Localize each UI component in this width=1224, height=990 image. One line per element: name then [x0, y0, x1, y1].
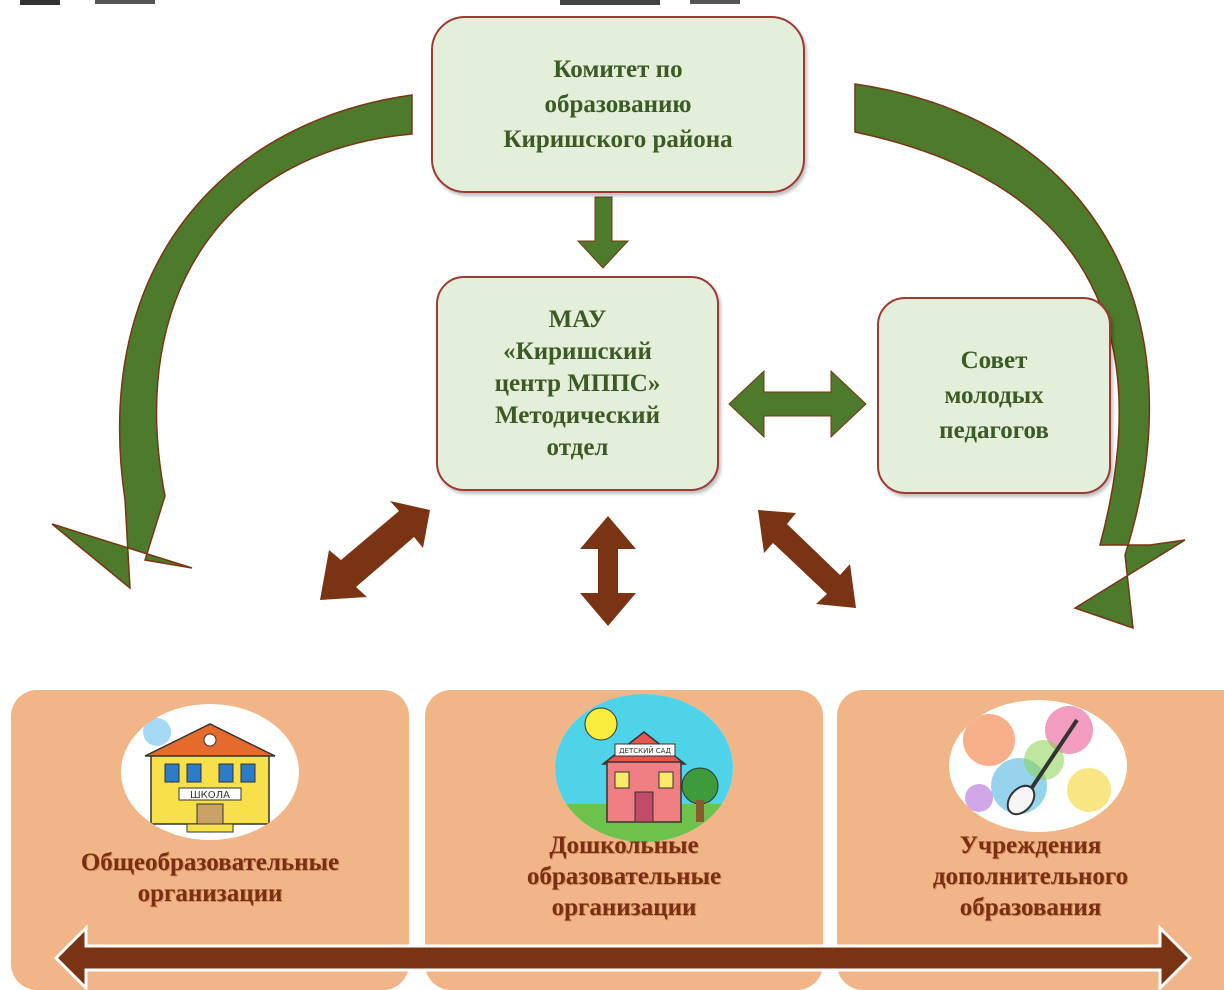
- guitar-splash-icon: [949, 700, 1127, 832]
- preschool-org-box: ДЕТСКИЙ САД Дошкольные образовательные о…: [425, 690, 823, 990]
- arrow-committee-to-center: [576, 196, 630, 269]
- young-council-label: Совет молодых педагогов: [939, 347, 1049, 444]
- kindergarten-icon: ДЕТСКИЙ САД: [555, 694, 733, 842]
- kindergarten-sign: ДЕТСКИЙ САД: [619, 746, 671, 755]
- bottom-double-arrow: [53, 924, 1193, 990]
- method-center-label: МАУ «Киришский центр МППС» Методический …: [494, 305, 661, 461]
- school-building-icon: ШКОЛА: [121, 704, 299, 840]
- double-arrow-to-additional: [758, 510, 856, 608]
- committee-label: Комитет по образованию Киришского района: [503, 56, 733, 153]
- double-arrow-center-council: [728, 369, 867, 439]
- curved-arrow-right: [854, 83, 1186, 630]
- general-org-label: Общеобразовательные организации: [80, 849, 340, 907]
- top-text-fragment: [20, 0, 60, 5]
- double-arrow-to-preschool: [580, 516, 636, 626]
- top-text-fragment: [690, 0, 740, 4]
- method-center-box: МАУ «Киришский центр МППС» Методический …: [436, 276, 719, 491]
- school-sign: ШКОЛА: [190, 790, 230, 801]
- preschool-org-label: Дошкольные образовательные организации: [526, 832, 722, 921]
- double-arrow-to-general: [320, 501, 430, 600]
- committee-box: Комитет по образованию Киришского района: [431, 16, 805, 193]
- top-text-fragment: [95, 0, 155, 4]
- curved-arrow-left: [51, 94, 413, 590]
- top-text-fragment: [560, 0, 660, 5]
- young-council-box: Совет молодых педагогов: [877, 297, 1111, 494]
- additional-org-label: Учреждения дополнительного образования: [932, 832, 1129, 921]
